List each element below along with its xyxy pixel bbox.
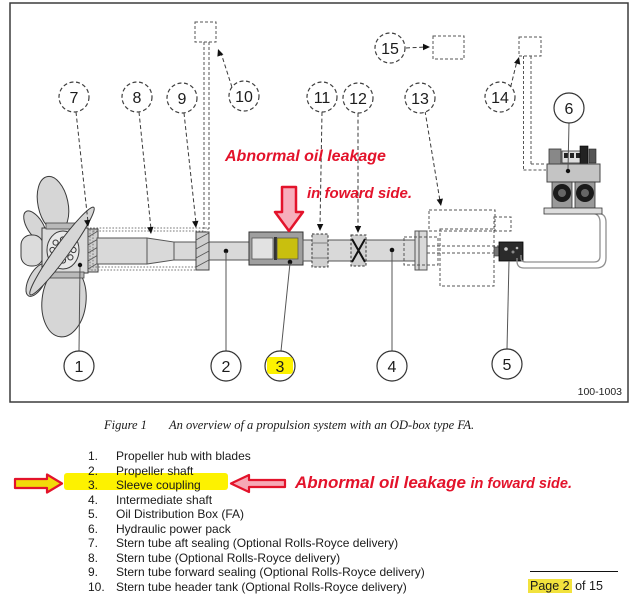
parts-list: 1.Propeller hub with blades 2.Propeller … [88,449,425,594]
svg-text:15: 15 [381,41,399,58]
hydraulic-power-pack [543,145,603,215]
list-annotation-arrows [13,473,287,494]
part-row-10: 10.Stern tube header tank (Optional Roll… [88,579,407,594]
hydraulic-piping [516,212,607,269]
callout-9: 9 [166,82,198,114]
part-row-3-sleeve-coupling: 3.Sleeve coupling [88,478,201,493]
callout-15: 15 [374,32,406,64]
leader-lines [77,122,570,352]
propeller-hub-with-blades [20,175,95,338]
list-leak-text-tail: in foward side. [470,476,572,492]
part-row-2: 2.Propeller shaft [88,463,194,478]
page-indicator: Page 2 of 15 [528,579,603,593]
propeller-shaft [96,237,250,265]
part-row-5: 5.Oil Distribution Box (FA) [88,507,245,522]
figure-frame [9,2,629,403]
part-row-8: 8.Stern tube (Optional Rolls-Royce deliv… [88,550,341,565]
svg-text:6: 6 [565,101,574,118]
oil-distribution-box [493,241,524,262]
part-row-4: 4.Intermediate shaft [88,492,213,507]
list-leak-text-main: Abnormal oil leakage [295,473,466,492]
svg-text:3: 3 [276,359,285,376]
part-row-6: 6.Hydraulic power pack [88,521,231,536]
leak-highlight-on-coupling [276,237,299,260]
svg-text:8: 8 [133,90,142,107]
leak-arrow-down [273,185,305,233]
figure-caption-text: An overview of a propulsion system with … [168,418,475,432]
svg-text:5: 5 [503,357,512,374]
footer-rule [530,571,618,572]
leak-text-line2: in foward side. [307,185,412,202]
pink-left-arrow [229,473,287,494]
figure-caption-label: Figure 1 [104,418,147,432]
yellow-right-arrow [13,473,64,494]
page-number-highlighted: Page 2 [528,579,572,593]
part-row-9: 9.Stern tube forward sealing (Optional R… [88,565,425,580]
svg-text:1: 1 [75,359,84,376]
callout-5: 5 [491,348,523,380]
callout-8: 8 [121,81,153,113]
callout-6: 6 [553,92,585,124]
svg-text:13: 13 [411,91,429,108]
callout-3-highlighted: 3 [264,350,296,382]
callout-12: 12 [342,82,374,114]
leak-text-line1: Abnormal oil leakage [224,148,386,165]
svg-text:9: 9 [178,91,187,108]
page-total: of 15 [571,579,603,593]
header-tank [194,21,217,229]
drawing-code: 100-1003 [578,386,623,398]
part-row-7: 7.Stern tube aft sealing (Optional Rolls… [88,536,399,551]
callout-4: 4 [376,350,408,382]
svg-text:2: 2 [222,359,231,376]
callout-10: 10 [228,80,260,112]
gearbox-outline [403,209,512,287]
callout-14: 14 [484,81,516,113]
svg-text:11: 11 [314,90,331,107]
callout-11: 11 [306,81,338,113]
part-row-1: 1.Propeller hub with blades [88,449,251,463]
callout-2: 2 [210,350,242,382]
callout-1: 1 [63,350,95,382]
dashed-leader-lines [75,43,521,234]
svg-text:4: 4 [388,359,397,376]
sleeve-coupling-highlight [64,473,228,490]
svg-text:14: 14 [491,90,509,107]
propulsion-diagram: Abnormal oil leakage in foward side. 7 8… [9,2,629,403]
remote-box-14 [518,36,546,171]
shaft-bearing-11 [311,233,329,268]
svg-text:12: 12 [349,91,367,108]
sleeve-coupling [248,231,304,266]
callout-7: 7 [58,81,90,113]
remote-box-15 [432,35,465,60]
diagram-leak-annotation: Abnormal oil leakage in foward side. [224,148,412,233]
callout-13: 13 [404,82,436,114]
list-leak-annotation: Abnormal oil leakage in foward side. [295,473,572,493]
stern-tube-forward-sealing [195,231,210,271]
svg-text:10: 10 [235,89,253,106]
shaft-bearing-12 [350,234,367,267]
svg-text:7: 7 [70,90,79,107]
figure-caption: Figure 1 An overview of a propulsion syst… [104,418,474,433]
